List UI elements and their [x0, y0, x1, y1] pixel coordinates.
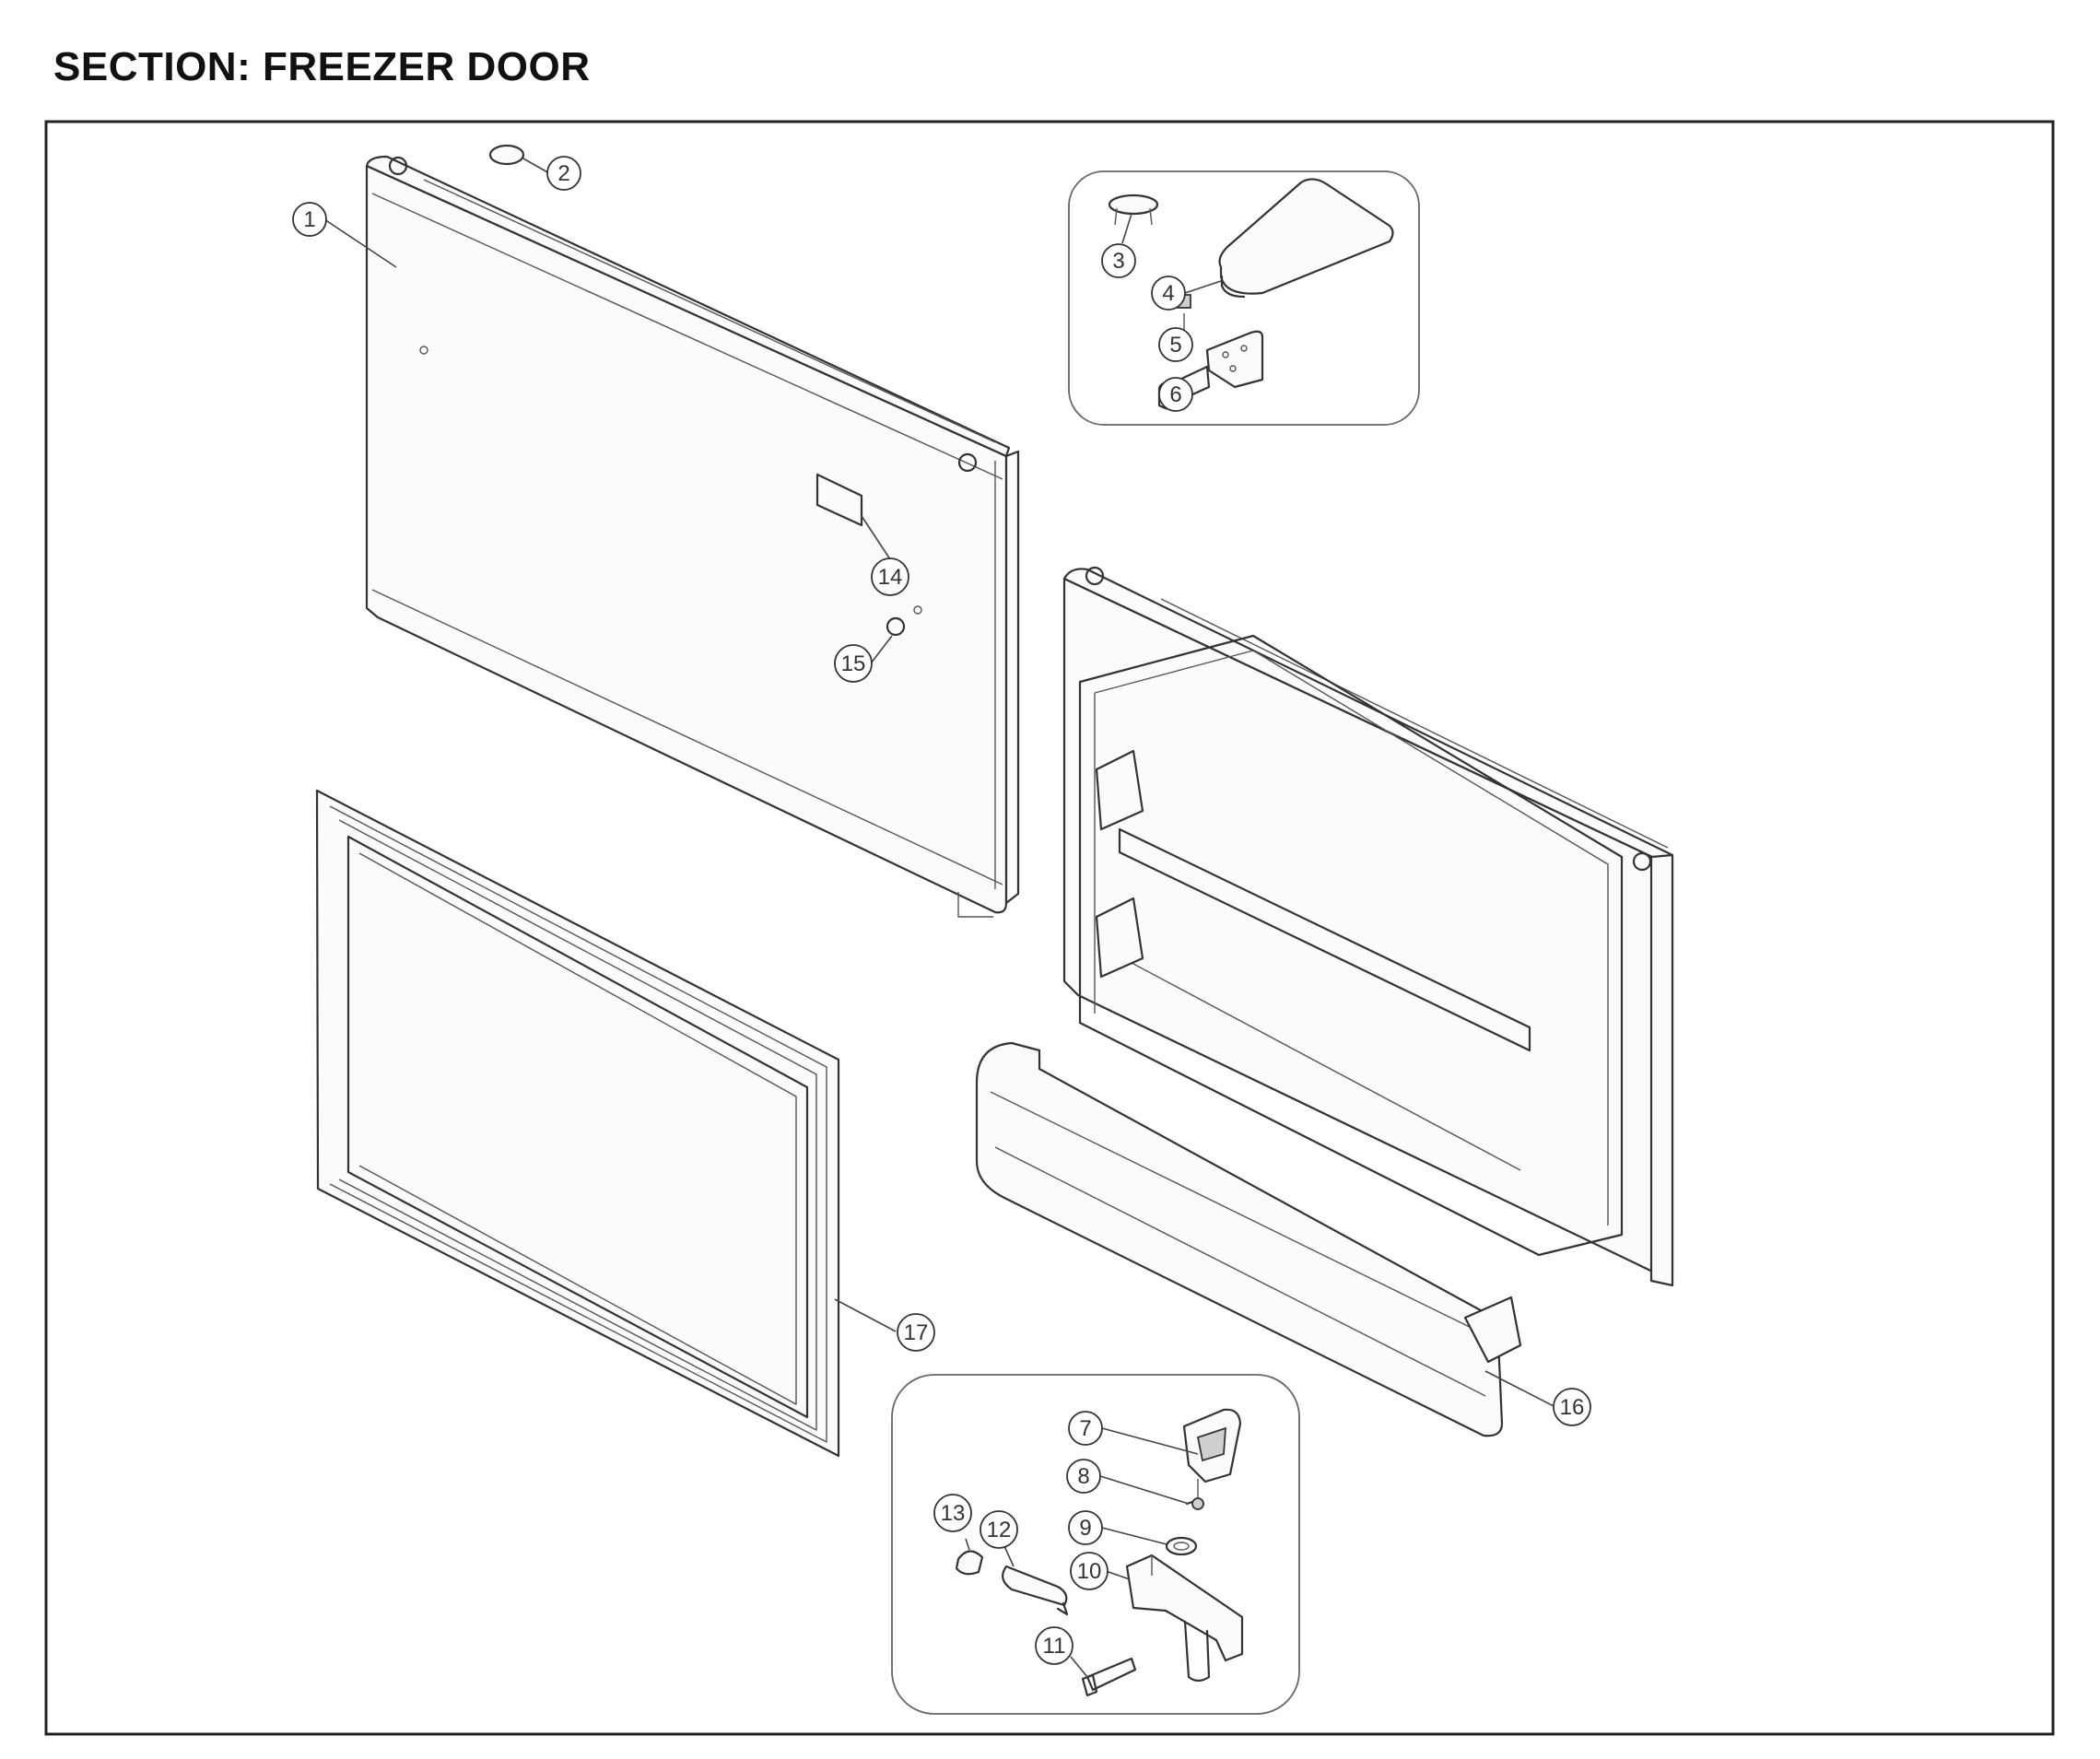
- callout-9: 9: [1068, 1510, 1103, 1545]
- diagram-frame: [44, 120, 2055, 1736]
- callout-17-label: 17: [904, 1320, 929, 1345]
- callout-1-label: 1: [303, 207, 315, 232]
- part-cap: [488, 144, 525, 166]
- callout-8-label: 8: [1077, 1464, 1089, 1489]
- callout-3: 3: [1101, 243, 1136, 278]
- part-door-liner: [1062, 566, 1674, 1287]
- inset-hinge-top: [1068, 170, 1420, 426]
- callout-15-label: 15: [841, 651, 866, 676]
- callout-14-label: 14: [878, 565, 903, 590]
- leader-lines: [323, 158, 1554, 1678]
- callout-1: 1: [292, 202, 327, 237]
- part-door-bin: [975, 1041, 1522, 1437]
- callout-11-label: 11: [1043, 1634, 1066, 1659]
- callout-9-label: 9: [1079, 1516, 1091, 1541]
- callout-5-label: 5: [1169, 333, 1181, 358]
- callout-10: 10: [1070, 1552, 1109, 1590]
- callout-2-label: 2: [557, 161, 569, 186]
- callout-16-label: 16: [1560, 1395, 1585, 1420]
- callout-15: 15: [834, 644, 873, 683]
- callout-6-label: 6: [1169, 382, 1181, 407]
- callout-7: 7: [1068, 1411, 1103, 1446]
- callout-16: 16: [1553, 1388, 1591, 1426]
- inset-hinge-bottom: [891, 1374, 1300, 1715]
- callout-10-label: 10: [1077, 1559, 1102, 1584]
- part-door-panel: [365, 155, 1020, 918]
- callout-8: 8: [1066, 1459, 1101, 1494]
- callout-12-label: 12: [987, 1518, 1012, 1542]
- callout-17: 17: [897, 1313, 935, 1352]
- callout-14: 14: [871, 557, 909, 596]
- callout-7-label: 7: [1079, 1416, 1091, 1441]
- callout-13: 13: [933, 1494, 972, 1532]
- callout-5: 5: [1158, 327, 1193, 362]
- callout-13-label: 13: [941, 1501, 966, 1526]
- callout-3-label: 3: [1112, 249, 1124, 274]
- section-title: SECTION: FREEZER DOOR: [53, 44, 591, 89]
- callout-4: 4: [1151, 276, 1186, 311]
- part-gasket: [315, 789, 840, 1458]
- callout-11: 11: [1035, 1626, 1073, 1665]
- callout-4-label: 4: [1162, 281, 1174, 306]
- callout-12: 12: [980, 1510, 1018, 1549]
- callout-2: 2: [546, 156, 581, 191]
- callout-6: 6: [1158, 377, 1193, 412]
